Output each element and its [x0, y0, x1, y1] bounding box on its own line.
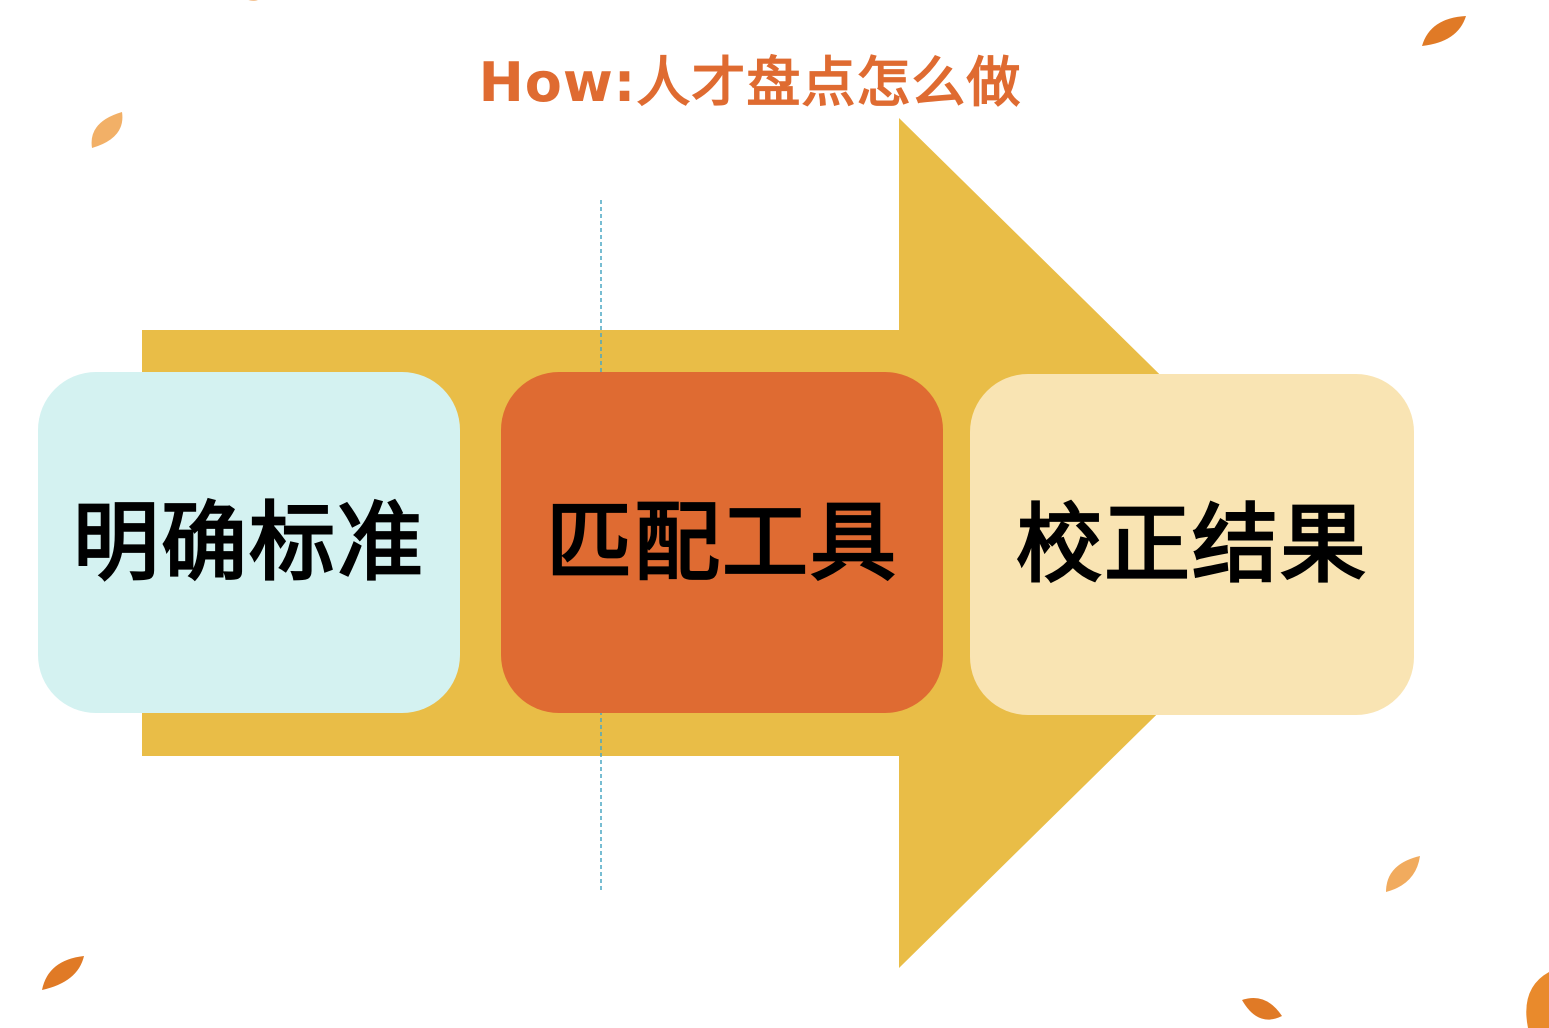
leaf-decoration [42, 956, 84, 990]
step-label: 明确标准 [73, 492, 425, 593]
leaf-decoration [248, 0, 258, 1]
leaf-decoration [1242, 998, 1282, 1020]
leaf-decoration [1526, 972, 1549, 1028]
leaf-decoration [91, 112, 123, 148]
slide-title: How:人才盘点怎么做 [478, 51, 1022, 114]
leaf-decoration [1386, 856, 1420, 892]
step-label: 匹配工具 [546, 492, 898, 593]
leaf-decoration [1422, 16, 1466, 46]
step-box-define-standard: 明确标准 [38, 372, 460, 713]
step-box-match-tools: 匹配工具 [501, 372, 943, 713]
step-label: 校正结果 [1016, 494, 1368, 595]
step-box-calibrate-results: 校正结果 [970, 374, 1414, 715]
